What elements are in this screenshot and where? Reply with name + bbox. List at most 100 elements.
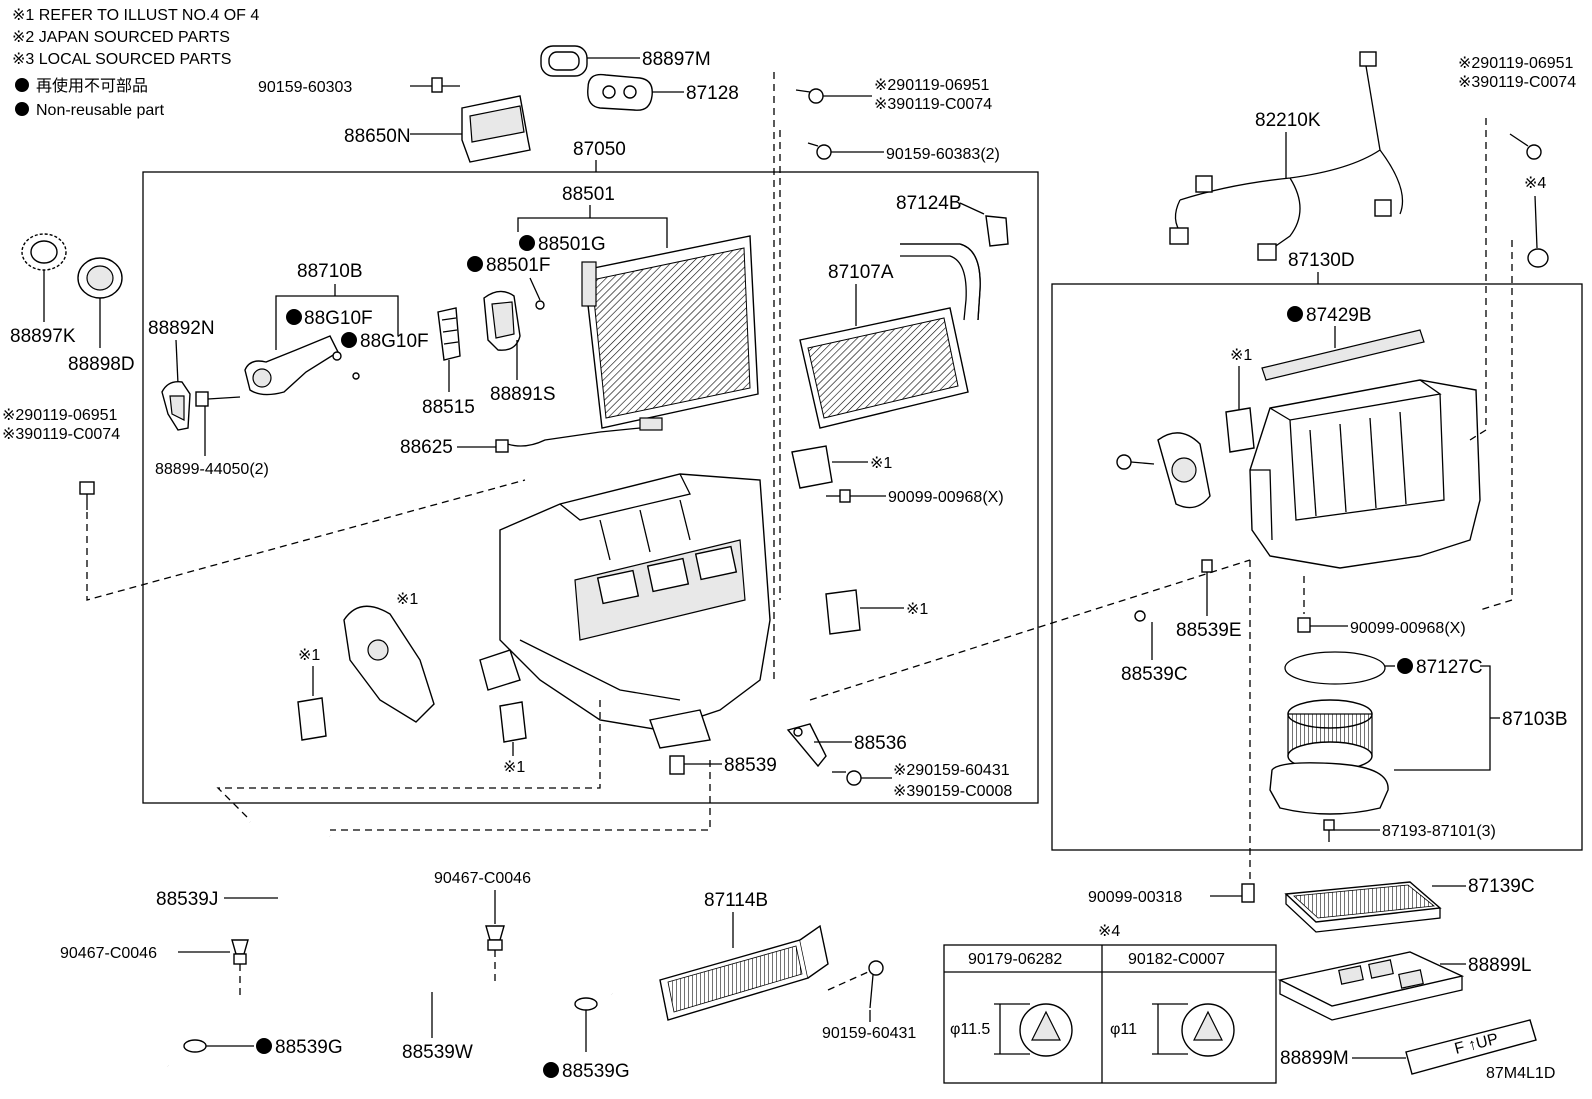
part-88897K[interactable]: [21, 233, 67, 271]
label-88898D: 88898D: [68, 354, 135, 375]
non-reusable-dot-icon: [543, 1062, 559, 1078]
part-90159-60431-bottom[interactable]: [868, 960, 884, 1009]
note-non-reusable-jp: 再使用不可部品: [36, 77, 148, 95]
part-88539W-hose[interactable]: [329, 834, 614, 995]
label-90467-C0046-a: 90467-C0046: [60, 945, 157, 962]
part-servo-right[interactable]: [1225, 407, 1255, 453]
label-90467-C0046-b: 90467-C0046: [434, 870, 531, 887]
leader-88501: [517, 217, 668, 248]
part-88539J-hose[interactable]: [141, 820, 285, 1068]
label-90099-00968-b: 90099-00968(X): [1350, 620, 1466, 637]
part-88710B-valve[interactable]: [244, 335, 360, 396]
part-actuator-small-b[interactable]: [499, 701, 527, 743]
part-90099-00318[interactable]: [1210, 883, 1255, 903]
part-88501F-oring[interactable]: [535, 300, 545, 310]
label-88501F: 88501F: [486, 255, 550, 276]
label-88515: 88515: [422, 397, 475, 418]
part-87114B-heater[interactable]: [659, 924, 829, 1021]
label-88650N: 88650N: [344, 126, 411, 147]
part-88892N[interactable]: [161, 381, 191, 431]
part-88536[interactable]: [786, 723, 827, 768]
part-87128[interactable]: [587, 73, 684, 111]
part-87127C-oring[interactable]: [1284, 651, 1386, 685]
part-90159-60383[interactable]: [807, 142, 884, 160]
part-blower-servo[interactable]: [1157, 432, 1211, 509]
ref4-table: ※4: [1098, 923, 1120, 940]
label-90099-00968-a: 90099-00968(X): [888, 489, 1004, 506]
label-88536: 88536: [854, 733, 907, 754]
ref1-actuator-b: ※1: [298, 647, 320, 664]
non-reusable-dot-icon: [519, 235, 535, 251]
part-90467-C0046-b[interactable]: [485, 925, 505, 951]
non-reusable-dot-icon: [1287, 306, 1303, 322]
part-88539G-a[interactable]: [183, 1039, 207, 1053]
part-87193-87101[interactable]: [1323, 819, 1380, 842]
part-screw-90159-60431-frame[interactable]: [832, 770, 892, 786]
table-header-90179-06282: 90179-06282: [968, 951, 1062, 968]
part-88899-44050[interactable]: [195, 391, 241, 407]
label-390159: ※390159-C0008: [893, 783, 1012, 800]
part-88539G-b[interactable]: [574, 997, 598, 1011]
part-88897M[interactable]: [540, 45, 640, 77]
part-clip-ref4[interactable]: [1527, 248, 1549, 268]
part-87130D-case[interactable]: [1249, 379, 1481, 569]
part-88515[interactable]: [437, 307, 461, 361]
part-88539E[interactable]: [1201, 559, 1213, 573]
part-82210K-harness[interactable]: [1169, 51, 1404, 261]
part-servo-lower[interactable]: [825, 589, 861, 635]
part-90099-00968-b[interactable]: [1297, 617, 1348, 633]
part-88501-evaporator[interactable]: [581, 235, 759, 429]
part-screw-right[interactable]: [1509, 133, 1542, 160]
part-90099-00968-a[interactable]: [826, 489, 886, 503]
part-87107A-heater[interactable]: [799, 243, 981, 429]
label-87139C: 87139C: [1468, 876, 1535, 897]
non-reusable-dot-icon: [15, 78, 29, 92]
legend-notes: ※1 REFER TO ILLUST NO.4 OF 4 ※2 JAPAN SO…: [12, 7, 259, 119]
non-reusable-dot-icon: [341, 332, 357, 348]
part-87429B-seal[interactable]: [1261, 329, 1425, 381]
ref4-right: ※4: [1524, 175, 1546, 192]
label-88625: 88625: [400, 437, 453, 458]
part-88650N[interactable]: [410, 95, 531, 163]
label-87429B: 87429B: [1306, 305, 1372, 326]
part-88625-sensor[interactable]: [495, 417, 663, 453]
part-blower-screw[interactable]: [1116, 454, 1155, 470]
label-290119-left: ※290119-06951: [2, 407, 118, 424]
part-87124B-clip[interactable]: [985, 215, 1009, 247]
part-87139C-filter[interactable]: [1284, 881, 1442, 933]
part-servo-mid[interactable]: [791, 445, 833, 489]
part-88898D[interactable]: [77, 257, 123, 299]
non-reusable-dot-icon: [1397, 658, 1413, 674]
part-87103B-blower[interactable]: [1269, 699, 1389, 815]
label-88539G-a: 88539G: [275, 1037, 343, 1058]
leader-88710B: [275, 295, 399, 350]
label-88539E: 88539E: [1176, 620, 1242, 641]
label-87107A: 87107A: [828, 262, 894, 283]
leader-87103B: [1394, 665, 1491, 771]
part-screw-left[interactable]: [79, 481, 95, 510]
label-87128: 87128: [686, 83, 739, 104]
label-88539W: 88539W: [402, 1042, 473, 1063]
part-88899L-tray[interactable]: [1277, 951, 1465, 1021]
part-90467-C0046-a[interactable]: [231, 939, 249, 965]
label-87127C: 87127C: [1416, 657, 1483, 678]
ref1-servo-mid: ※1: [870, 455, 892, 472]
non-reusable-dot-icon: [467, 256, 483, 272]
label-90159-60383: 90159-60383(2): [886, 146, 1000, 163]
part-88539C-hose[interactable]: [1134, 586, 1183, 622]
part-actuator-mode[interactable]: [343, 605, 435, 723]
label-87124B: 87124B: [896, 193, 962, 214]
label-90159-60303: 90159-60303: [258, 79, 352, 96]
label-88G10F-b: 88G10F: [360, 331, 429, 352]
diagram-code: 87M4L1D: [1486, 1065, 1555, 1082]
part-88539[interactable]: [669, 755, 685, 775]
label-87193-87101: 87193-87101(3): [1382, 823, 1496, 840]
part-hvac-case[interactable]: [479, 473, 771, 749]
non-reusable-dot-icon: [286, 309, 302, 325]
part-90159-60303[interactable]: [410, 77, 460, 93]
part-88891S[interactable]: [483, 290, 521, 351]
part-screw-mid-a[interactable]: [795, 88, 872, 104]
label-88539: 88539: [724, 755, 777, 776]
part-actuator-small-a[interactable]: [297, 697, 327, 741]
